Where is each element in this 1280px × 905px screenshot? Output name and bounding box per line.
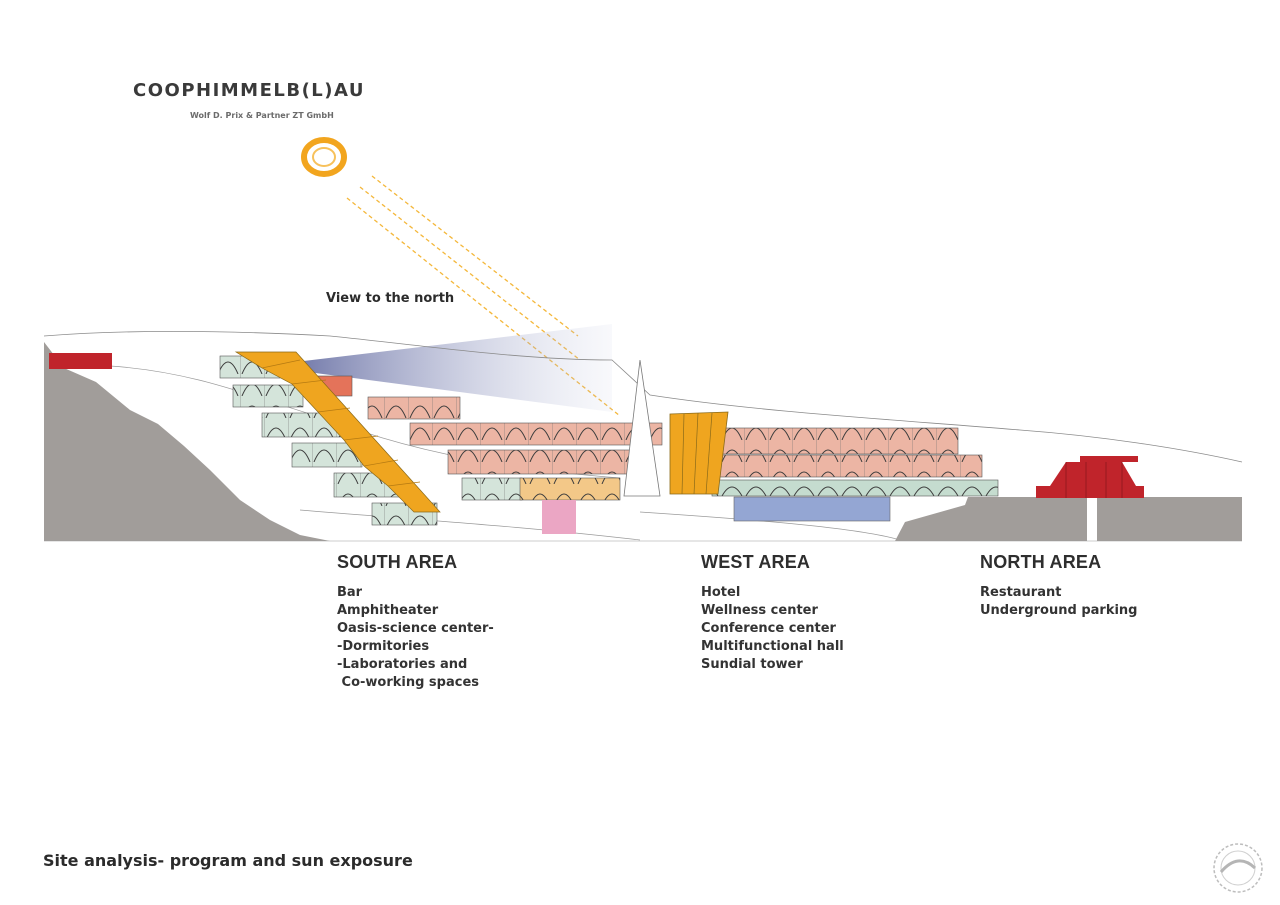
list-item: Sundial tower — [701, 657, 803, 672]
sun-rays — [346, 175, 621, 417]
south-area-list: Bar Amphitheater Oasis-science center- -… — [337, 584, 494, 692]
list-item: Conference center — [701, 621, 836, 636]
north-area-list: Restaurant Underground parking — [980, 584, 1138, 620]
sundial-tower — [669, 411, 729, 495]
laboratories-terraces — [219, 355, 523, 526]
firm-logo: COOPHIMMELB(L)AU Wolf D. Prix & Partner … — [133, 80, 365, 120]
west-area-legend: WEST AREA Hotel Wellness center Conferen… — [701, 552, 844, 674]
wellness-center — [733, 496, 891, 522]
terrain-right — [895, 497, 1087, 541]
list-item: Amphitheater — [337, 603, 439, 618]
firm-subline: Wolf D. Prix & Partner ZT GmbH — [190, 111, 334, 120]
firm-wordmark: COOPHIMMELB(L)AU — [133, 80, 365, 101]
south-area-legend: SOUTH AREA Bar Amphitheater Oasis-scienc… — [337, 552, 494, 692]
hotel-terraces — [711, 427, 999, 497]
west-area-list: Hotel Wellness center Conference center … — [701, 584, 844, 674]
list-item: Co-working spaces — [337, 675, 480, 690]
site-outline — [43, 331, 1243, 463]
figure-caption: Site analysis- program and sun exposure — [43, 851, 413, 870]
list-item: Bar — [337, 585, 363, 600]
terrain-left — [44, 342, 330, 541]
restaurant-building — [1036, 456, 1144, 498]
list-item: Restaurant — [980, 585, 1062, 600]
dormitories-terraces — [315, 375, 663, 501]
list-item: Hotel — [701, 585, 741, 600]
bar-building — [49, 353, 112, 369]
north-area-title: NORTH AREA — [980, 552, 1102, 572]
archcn-watermark-icon — [1213, 843, 1263, 893]
list-item: Oasis-science center- — [337, 621, 494, 636]
list-item: Wellness center — [701, 603, 818, 618]
south-area-title: SOUTH AREA — [337, 552, 458, 572]
sun-icon — [301, 137, 347, 177]
view-to-north-label: View to the north — [326, 291, 455, 306]
needle-tower — [623, 359, 661, 497]
list-item: Underground parking — [980, 603, 1138, 618]
list-item: -Laboratories and — [337, 657, 468, 672]
view-cone — [262, 324, 612, 412]
list-item: Multifunctional hall — [701, 639, 844, 654]
west-area-title: WEST AREA — [701, 552, 811, 572]
north-area-legend: NORTH AREA Restaurant Underground parkin… — [980, 552, 1138, 620]
terrain-right-east — [1097, 497, 1242, 541]
list-item: -Dormitories — [337, 639, 430, 654]
pink-block — [542, 500, 576, 534]
